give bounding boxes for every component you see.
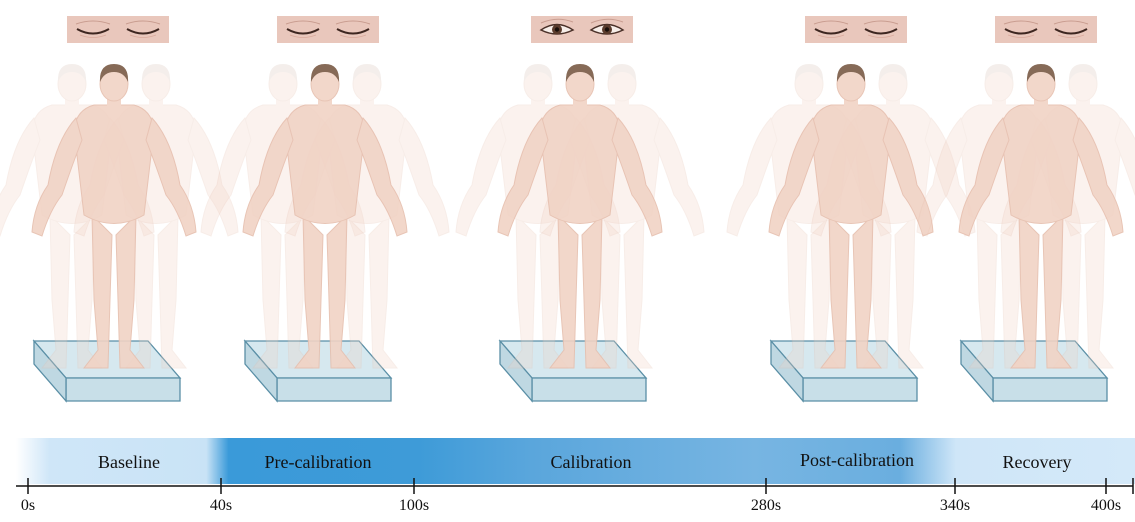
tick-label-0s: 0s [21, 497, 35, 515]
tick-label-340s: 340s [940, 497, 970, 515]
closed-eyes-icon [995, 16, 1097, 43]
phase-label-pre-calibration: Pre-calibration [265, 452, 372, 473]
standing-person-icon [727, 64, 975, 401]
closed-eyes-icon [67, 16, 169, 43]
standing-person-icon [917, 64, 1135, 401]
tick-label-280s: 280s [751, 497, 781, 515]
tick-label-100s: 100s [399, 497, 429, 515]
standing-person-icon [456, 64, 704, 401]
phase-label-baseline: Baseline [98, 452, 160, 473]
phase-label-calibration: Calibration [551, 452, 632, 473]
phase-label-post-calibration: Post-calibration [800, 450, 914, 471]
closed-eyes-icon [277, 16, 379, 43]
figures [0, 64, 1135, 401]
open-eyes-icon [531, 16, 633, 43]
tick-label-400s: 400s [1091, 497, 1121, 515]
phase-label-recovery: Recovery [1003, 452, 1072, 473]
tick-label-40s: 40s [210, 497, 232, 515]
standing-person-icon [201, 64, 449, 401]
eye-icons [67, 16, 1097, 43]
closed-eyes-icon [805, 16, 907, 43]
